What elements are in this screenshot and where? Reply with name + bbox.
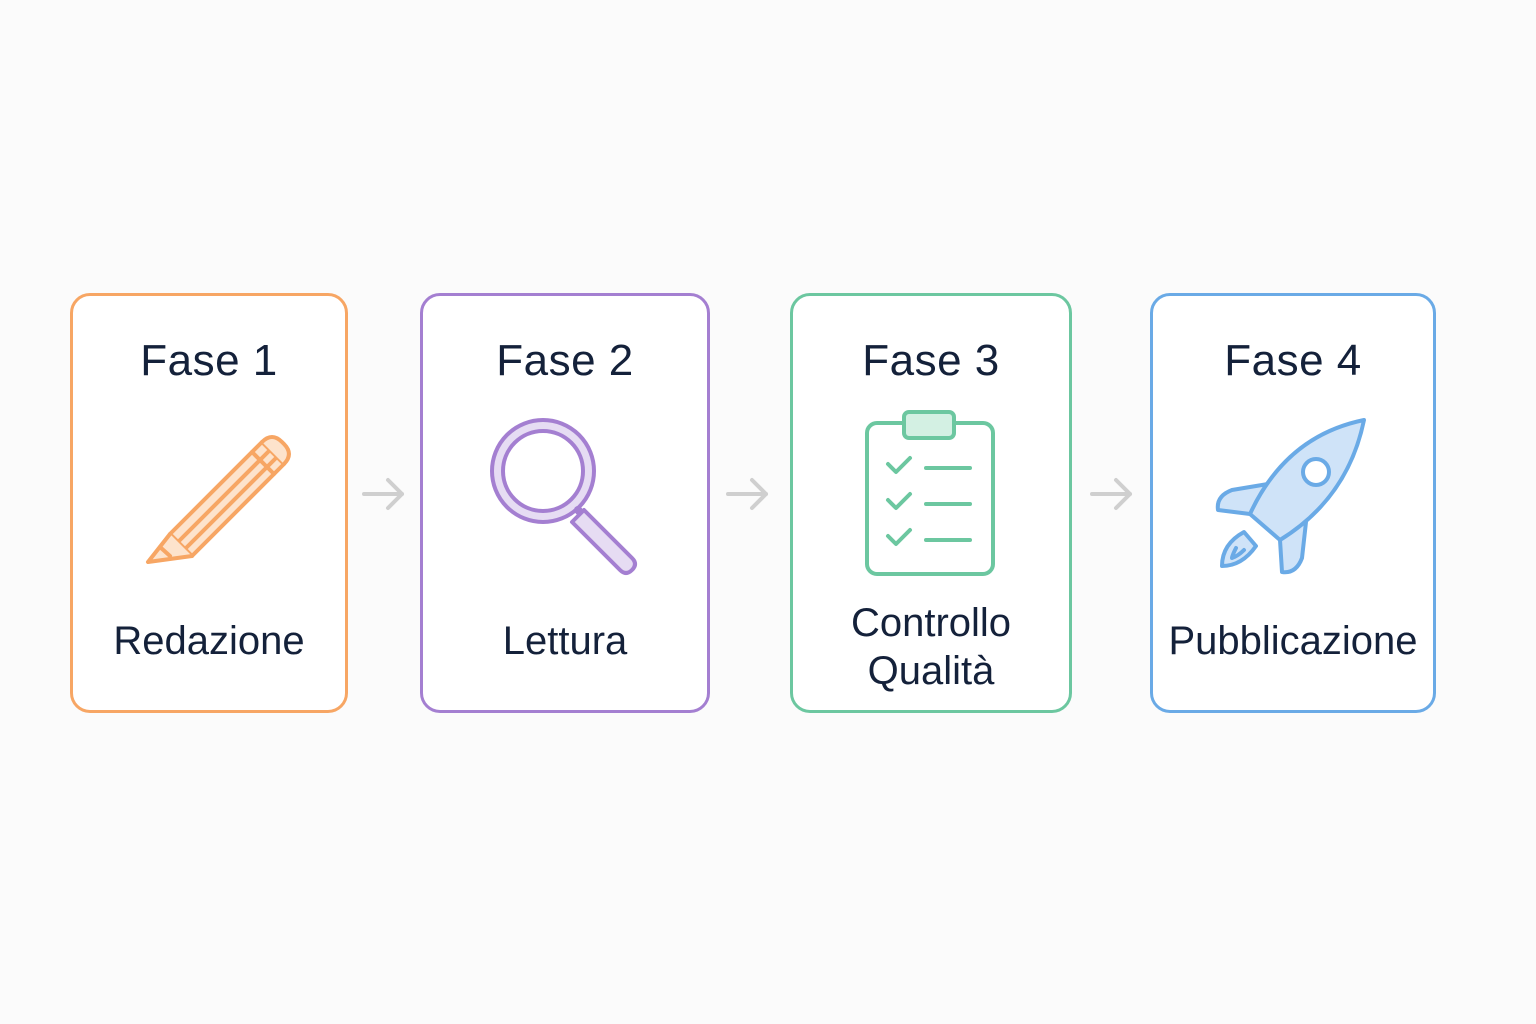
- step-label-3-line1: Controllo: [850, 601, 1012, 645]
- arrow-right-icon: [726, 478, 768, 510]
- rocket-icon: [1215, 418, 1366, 575]
- step-title-4: Fase 4: [1224, 336, 1362, 385]
- step-title-2: Fase 2: [496, 336, 634, 385]
- step-label-1: Redazione: [113, 619, 305, 663]
- step-title-1: Fase 1: [140, 336, 278, 385]
- arrow-right-icon: [1090, 478, 1132, 510]
- pencil-icon: [146, 435, 291, 564]
- step-title-3: Fase 3: [862, 336, 1000, 385]
- checklist-icon: [865, 410, 995, 576]
- step-label-3-line2: Qualità: [867, 649, 995, 693]
- magnifier-icon: [490, 418, 637, 575]
- step-label-4: Pubblicazione: [1168, 619, 1418, 663]
- arrow-right-icon: [362, 478, 404, 510]
- step-label-2: Lettura: [502, 619, 628, 663]
